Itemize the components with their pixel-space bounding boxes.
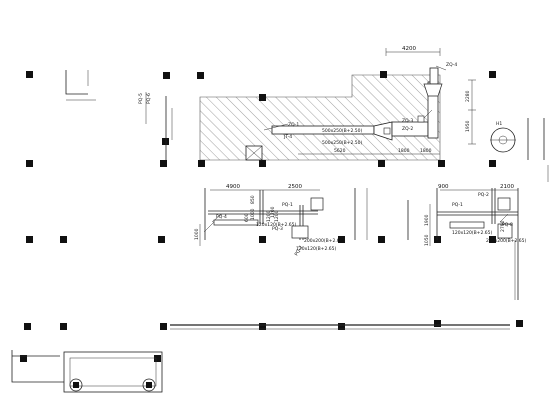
tag-pq3: PQ-3 bbox=[272, 226, 283, 232]
tag-zq2: ZQ-2 bbox=[402, 126, 413, 132]
tag-zq4: ZQ-4 bbox=[446, 62, 457, 68]
dim-1050: 1050 bbox=[424, 234, 430, 246]
hatched-region bbox=[199, 74, 441, 161]
tag-pq1-right: PQ-1 bbox=[452, 202, 463, 208]
dimension-lines bbox=[145, 48, 518, 246]
dim-850: 850 bbox=[250, 195, 256, 204]
lower-left-duct bbox=[203, 190, 324, 240]
duct-size-main-upper: 500x250(B+2.50) bbox=[322, 128, 362, 134]
duct-size-120-right: 120x120(B+2.65) bbox=[452, 230, 492, 236]
h1-label: H1 bbox=[496, 121, 502, 127]
duct-size-200-left: 200x200(B+2.65) bbox=[304, 238, 344, 244]
dimension-labels: 4200 2280 1950 5620 1800 1800 4900 2500 … bbox=[194, 46, 514, 246]
tag-zq3: ZQ-3 bbox=[402, 118, 413, 124]
duct-size-200-right: 200x200(B+2.65) bbox=[486, 238, 526, 244]
duct-size-main-lower: 500x250(B+2.50) bbox=[322, 140, 362, 146]
walls bbox=[11, 70, 549, 393]
dim-4900: 4900 bbox=[226, 184, 240, 190]
size-1200: 1200 bbox=[266, 210, 272, 222]
dim-2100: 2100 bbox=[500, 184, 514, 190]
tag-pq8: PQ-8 bbox=[502, 222, 513, 228]
round-fixtures bbox=[69, 378, 156, 392]
leader-lines bbox=[211, 109, 509, 223]
dim-600: 600 bbox=[244, 213, 250, 222]
dim-1000-a: 1000 bbox=[194, 228, 200, 240]
lower-right-duct bbox=[437, 188, 518, 239]
size-1200-c: 1200 bbox=[274, 210, 280, 222]
dim-1900: 1900 bbox=[424, 214, 430, 226]
equipment-tags: ZQ-4 ZQ-3 ZQ-2 ZQ-1 JT-4 PQ-5 PQ-6 PQ-4 … bbox=[138, 62, 513, 257]
dim-2280: 2280 bbox=[465, 90, 471, 102]
dim-2500: 2500 bbox=[288, 184, 302, 190]
h1-detail: H1 bbox=[490, 121, 516, 153]
dim-1000-b: 1000 bbox=[250, 208, 256, 220]
tag-pq2: PQ-2 bbox=[294, 244, 305, 257]
main-duct-run bbox=[245, 65, 447, 161]
dim-1800-a: 1800 bbox=[398, 148, 410, 154]
dim-1950: 1950 bbox=[465, 120, 471, 132]
structural-columns bbox=[20, 71, 523, 362]
duct-size-120-left: 120x120(B+2.65) bbox=[256, 222, 296, 228]
tag-zq1: ZQ-1 bbox=[288, 122, 299, 128]
duct-size-fire: 120x120(B+2.65) bbox=[296, 246, 336, 252]
dim-5620: 5620 bbox=[334, 148, 346, 154]
dim-2750: 2750 bbox=[500, 220, 506, 232]
tag-pq4: PQ-4 bbox=[216, 214, 227, 220]
tag-pq5: PQ-5 bbox=[138, 93, 144, 104]
tag-jt4: JT-4 bbox=[283, 134, 292, 140]
duct-size-labels: 500x250(B+2.50) 500x250(B+2.50) 120x120(… bbox=[256, 128, 526, 252]
tag-pq6: PQ-6 bbox=[146, 93, 152, 104]
tag-pq1: PQ-1 bbox=[282, 202, 293, 208]
size-1200-b: 1200 bbox=[270, 206, 276, 218]
dim-4200: 4200 bbox=[402, 46, 416, 52]
dim-1800-b: 1800 bbox=[420, 148, 432, 154]
misc-labels: 1200 1200 1200 bbox=[266, 206, 280, 222]
tag-pq2-right: PQ-2 bbox=[478, 192, 489, 198]
dim-900: 900 bbox=[438, 184, 449, 190]
